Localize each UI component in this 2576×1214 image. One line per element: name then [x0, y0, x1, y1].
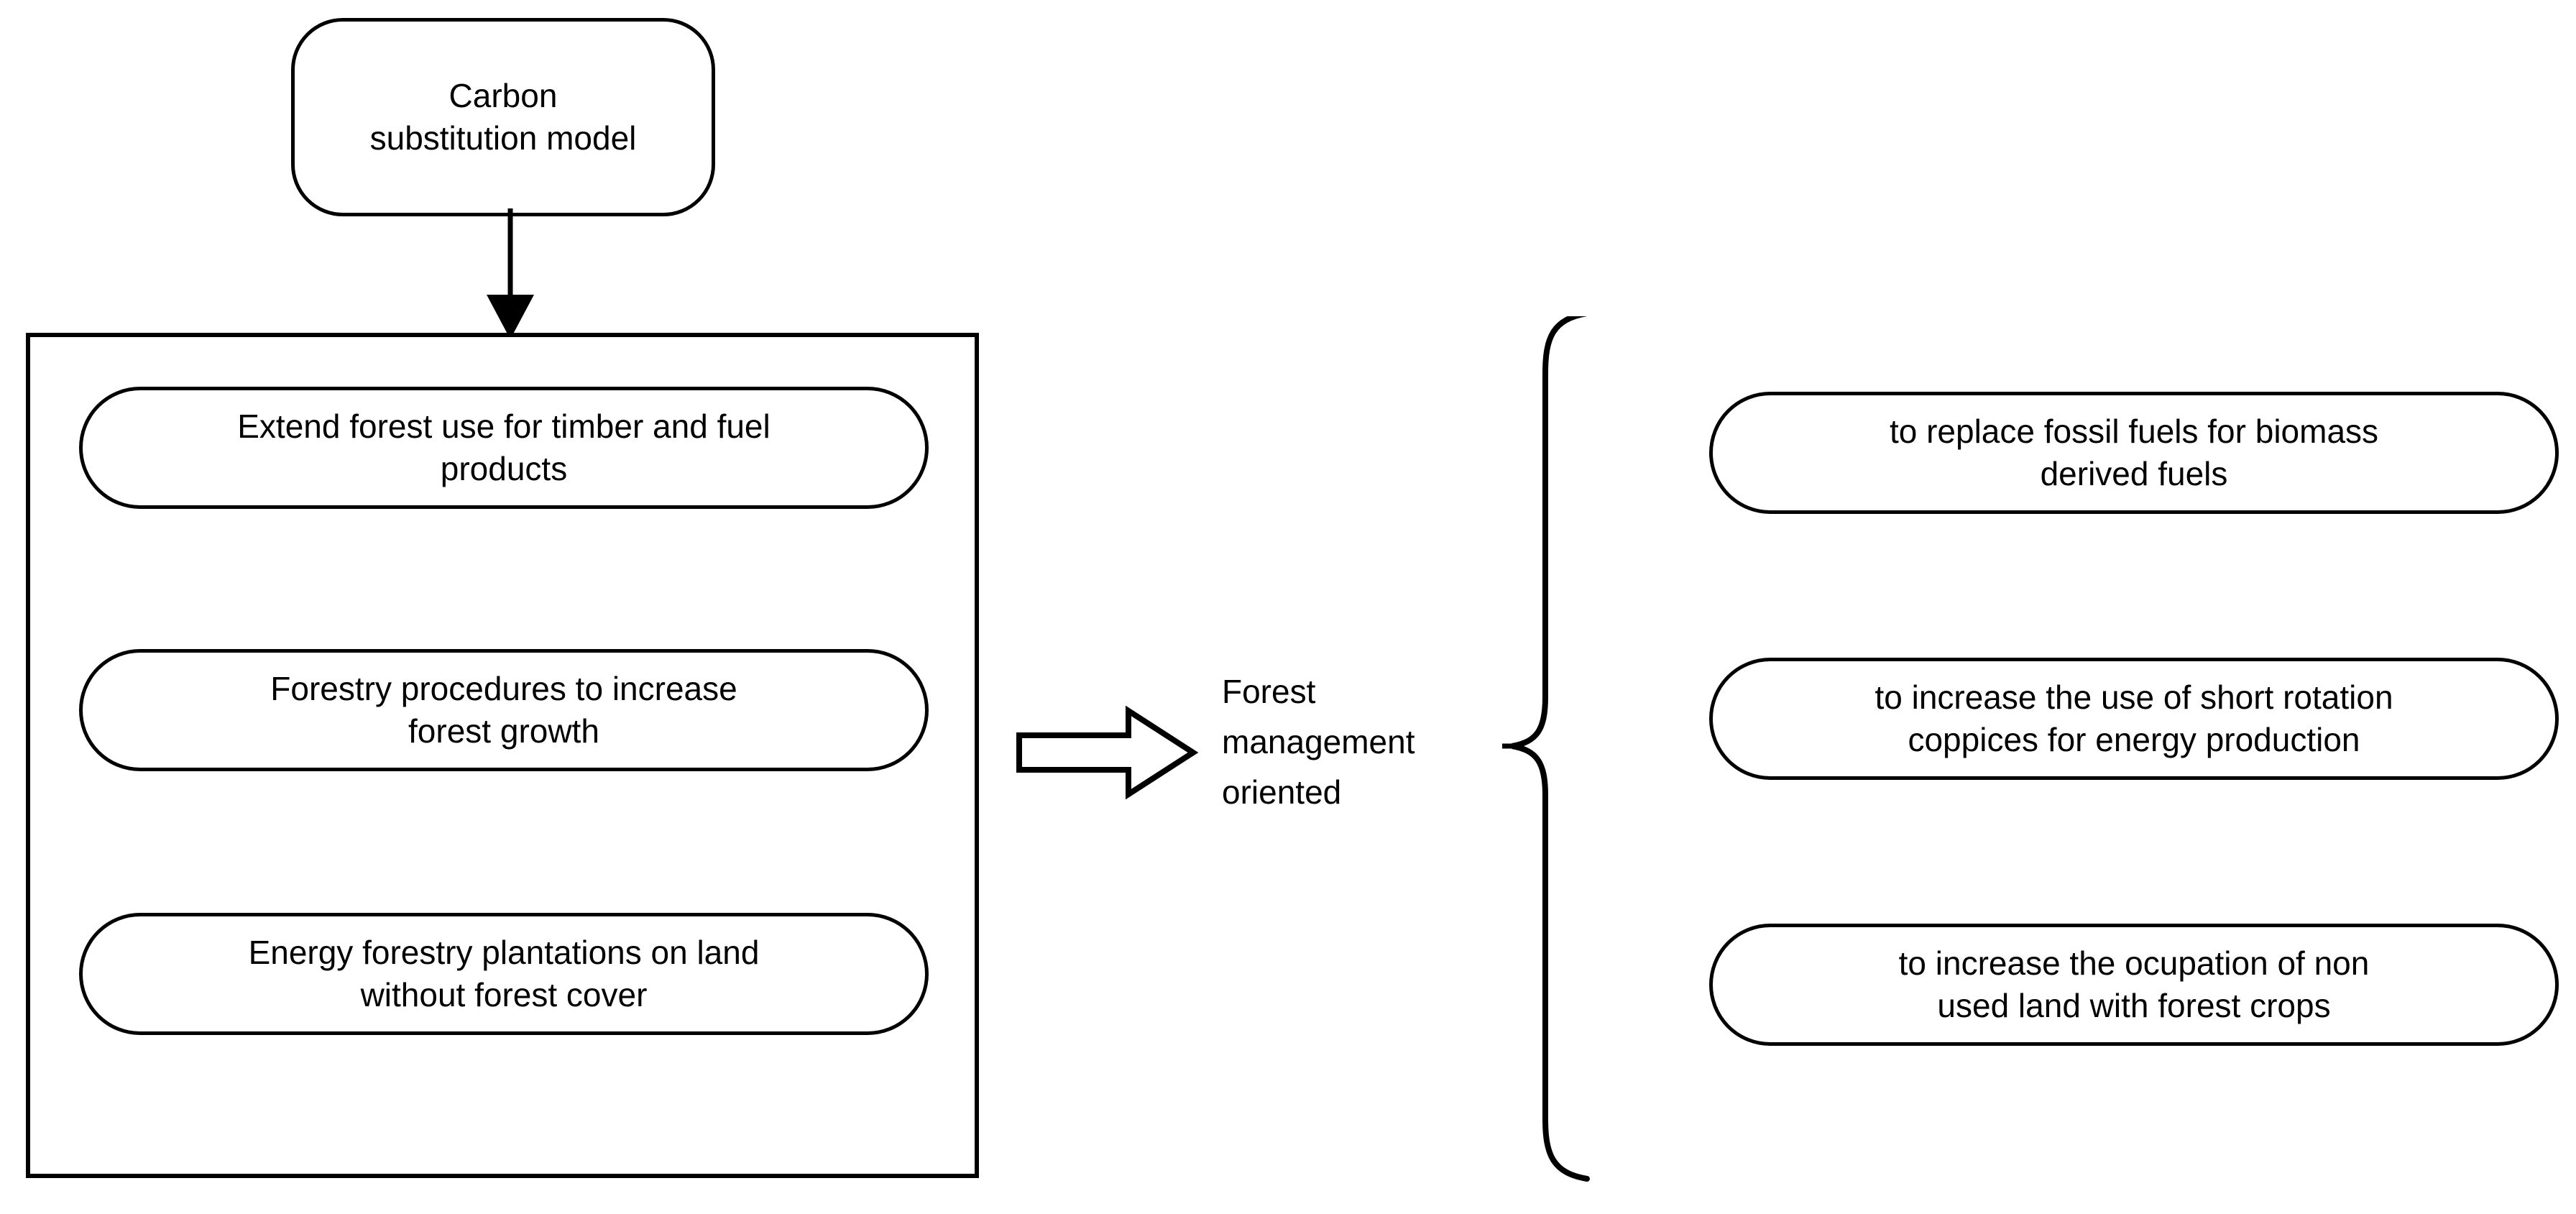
node-short-rotation-coppices: to increase the use of short rotation co… — [1709, 658, 2559, 780]
node-label: Energy forestry plantations on land with… — [248, 934, 760, 1013]
node-extend-forest-use: Extend forest use for timber and fuel pr… — [79, 387, 929, 509]
node-ocupation-non-used-land: to increase the ocupation of non used la… — [1709, 924, 2559, 1046]
down-arrow-connector — [487, 208, 534, 339]
node-label: to replace fossil fuels for biomass deri… — [1889, 413, 2379, 492]
node-carbon-substitution-model: Carbon substitution model — [291, 18, 715, 216]
node-forestry-procedures: Forestry procedures to increase forest g… — [79, 649, 929, 771]
node-replace-fossil-fuels: to replace fossil fuels for biomass deri… — [1709, 392, 2559, 514]
block-arrow-right-icon — [1016, 705, 1199, 800]
node-energy-forestry-plantations: Energy forestry plantations on land with… — [79, 913, 929, 1035]
node-label: to increase the use of short rotation co… — [1874, 679, 2393, 758]
node-label: Forestry procedures to increase forest g… — [270, 670, 737, 750]
node-label: Carbon substitution model — [369, 77, 637, 157]
node-label: Extend forest use for timber and fuel pr… — [237, 408, 770, 487]
middle-label-forest-management-oriented: Forest management oriented — [1222, 673, 1415, 811]
node-label: to increase the ocupation of non used la… — [1898, 944, 2370, 1024]
